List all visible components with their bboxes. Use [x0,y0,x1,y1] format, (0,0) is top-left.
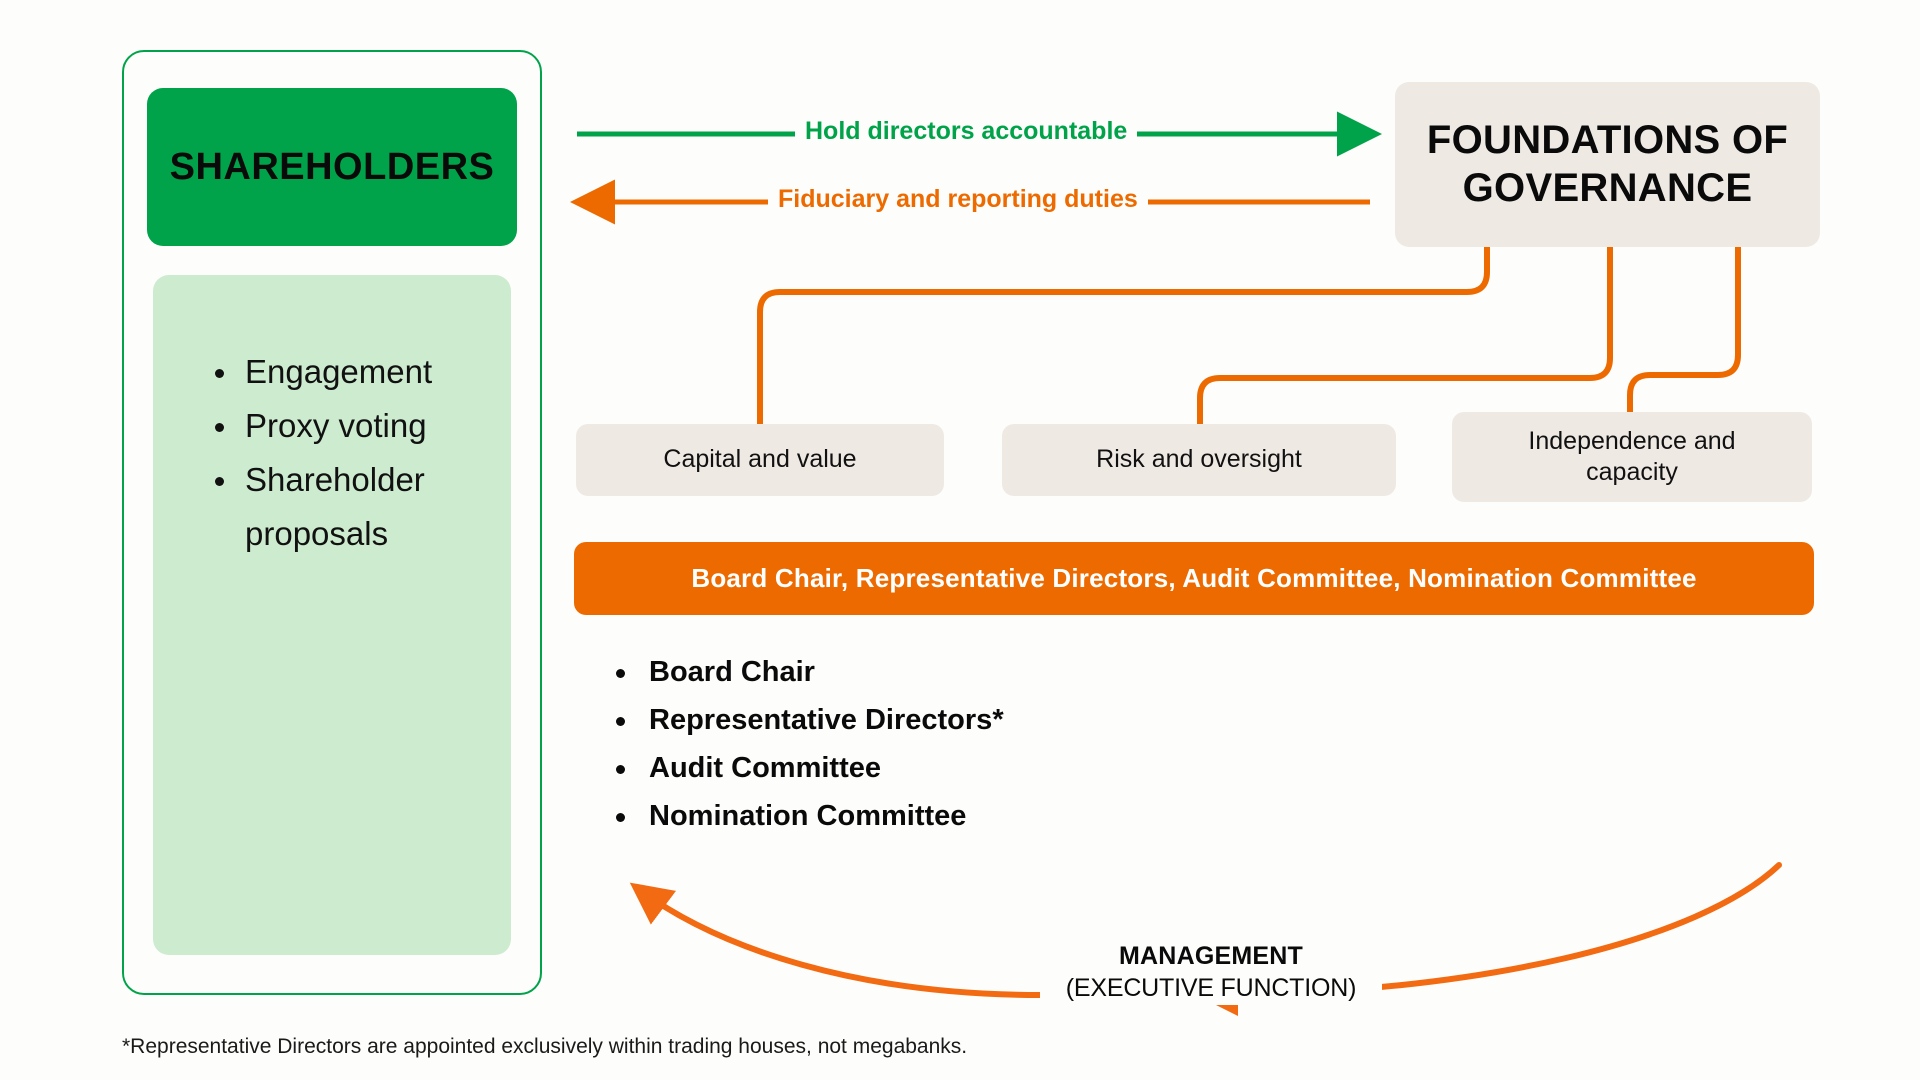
shareholder-item-label: Shareholder proposals [245,461,425,552]
shareholder-item-label: Engagement [245,353,433,390]
foundations-of-governance-box[interactable]: FOUNDATIONS OF GOVERNANCE [1395,82,1820,247]
shareholder-panel [122,50,542,995]
pillar-independence-and-capacity[interactable]: Independence and capacity [1452,412,1812,502]
pillar-label: Risk and oversight [1096,445,1302,474]
shareholders-box[interactable]: SHAREHOLDERS [147,88,517,246]
board-banner-label: Board Chair, Representative Directors, A… [691,563,1697,593]
foundations-title-line2: GOVERNANCE [1462,165,1753,210]
list-item: Engagement [209,345,511,399]
board-item-label: Board Chair [649,656,815,688]
management-subtitle: (EXECUTIVE FUNCTION) [1065,974,1357,1002]
shareholder-activities-list: Engagement Proxy voting Shareholder prop… [153,275,511,561]
shareholder-activities-box: Engagement Proxy voting Shareholder prop… [153,275,511,955]
connector-risk [1197,247,1613,424]
shareholders-title: SHAREHOLDERS [169,145,495,188]
list-item: Nomination Committee [612,792,1004,840]
pillar-label: Independence and capacity [1528,426,1735,489]
foundations-title: FOUNDATIONS OF GOVERNANCE [1427,117,1788,211]
management-block: MANAGEMENT (EXECUTIVE FUNCTION) [1040,940,1382,1005]
board-item-label: Representative Directors* [649,704,1004,736]
footnote-text: *Representative Directors are appointed … [122,1035,968,1058]
arrow-label-hold-accountable: Hold directors accountable [795,117,1138,146]
pillar-label: Capital and value [663,445,857,474]
board-roles-list: Board Chair Representative Directors* Au… [612,648,1004,840]
board-roles-banner[interactable]: Board Chair, Representative Directors, A… [574,542,1814,615]
list-item: Proxy voting [209,399,511,453]
connector-capital [757,247,1490,424]
management-title: MANAGEMENT [1119,942,1303,970]
list-item: Shareholder proposals [209,453,511,561]
list-item: Representative Directors* [612,696,1004,744]
shareholder-item-label: Proxy voting [245,407,427,444]
list-item: Board Chair [612,648,1004,696]
board-item-label: Nomination Committee [649,800,967,832]
arrow-label-fiduciary-duties: Fiduciary and reporting duties [768,185,1148,214]
foundations-title-line1: FOUNDATIONS OF [1426,118,1789,163]
pillar-label-line2: capacity [1586,458,1678,486]
pillar-capital-and-value[interactable]: Capital and value [576,424,944,496]
board-item-label: Audit Committee [649,752,881,784]
pillar-label-line1: Independence and [1528,426,1736,455]
connector-independence [1627,247,1741,412]
list-item: Audit Committee [612,744,1004,792]
pillar-risk-and-oversight[interactable]: Risk and oversight [1002,424,1396,496]
